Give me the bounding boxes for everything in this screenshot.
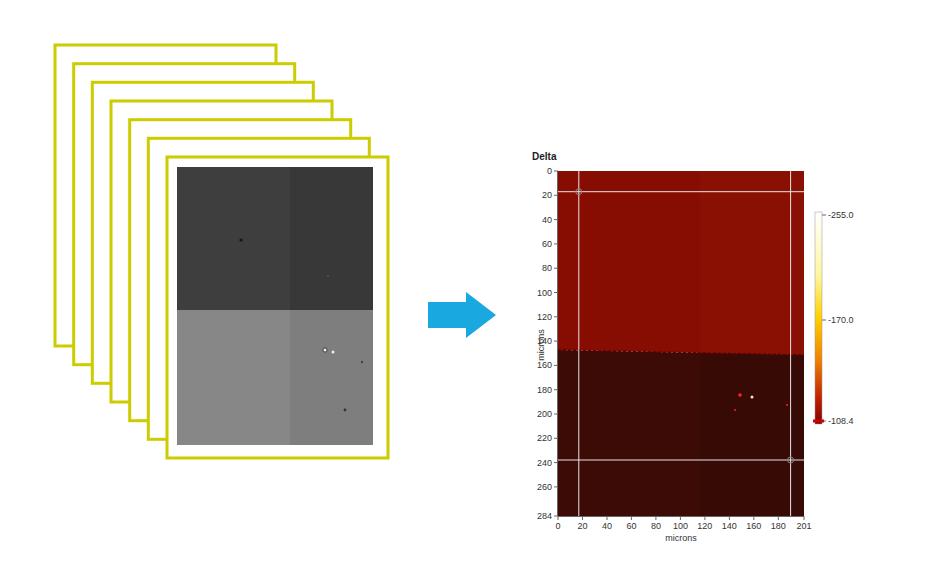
y-tick-label: 80 <box>542 263 552 274</box>
x-tick-label: 180 <box>771 521 786 532</box>
x-tick-label: 80 <box>651 521 661 532</box>
y-tick-label: 260 <box>537 481 552 492</box>
y-tick-label: 40 <box>542 214 552 225</box>
y-tick-label: 120 <box>537 311 552 322</box>
y-tick-label: 284 <box>537 511 552 522</box>
flow-arrow <box>428 292 496 338</box>
colorbar-label: -108.4 <box>828 416 854 427</box>
colorbar-label: -255.0 <box>828 210 854 221</box>
image-stack <box>55 45 388 458</box>
x-tick-label: 60 <box>626 521 636 532</box>
y-tick-label: 0 <box>547 166 552 177</box>
y-tick-label: 240 <box>537 457 552 468</box>
x-tick-label: 100 <box>673 521 688 532</box>
y-tick-label: 60 <box>542 238 552 249</box>
x-tick-label: 20 <box>577 521 587 532</box>
axes <box>554 171 804 520</box>
axis-title: microns <box>536 329 547 361</box>
y-tick-label: 220 <box>537 433 552 444</box>
x-tick-label: 140 <box>722 521 737 532</box>
x-tick-label: 160 <box>746 521 761 532</box>
y-tick-label: 200 <box>537 409 552 420</box>
y-tick-label: 160 <box>537 360 552 371</box>
color-bar <box>813 212 826 424</box>
x-tick-label: 0 <box>555 521 560 532</box>
y-tick-label: 100 <box>537 287 552 298</box>
x-tick-label: 40 <box>602 521 612 532</box>
axis-title: microns <box>665 533 697 544</box>
x-tick-label: 120 <box>697 521 712 532</box>
y-tick-label: 20 <box>542 190 552 201</box>
x-tick-label: 201 <box>797 521 812 532</box>
chart-title: Delta <box>532 151 556 162</box>
heatmap <box>558 171 804 516</box>
colorbar-label: -170.0 <box>828 315 854 326</box>
y-tick-label: 180 <box>537 384 552 395</box>
microscope-image <box>177 167 373 445</box>
